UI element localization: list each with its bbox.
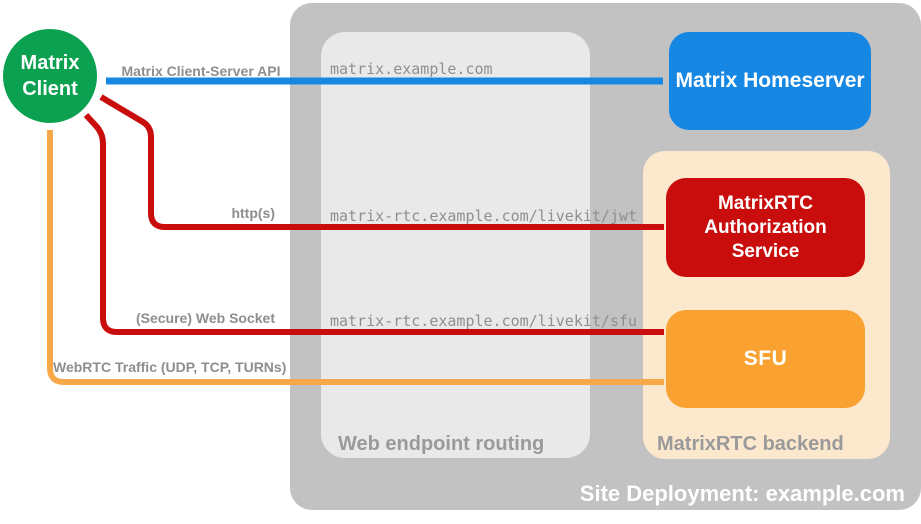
endpoint-jwt-url: matrix-rtc.example.com/livekit/jwt (330, 207, 638, 225)
matrixrtc-backend-label: MatrixRTC backend (657, 433, 844, 455)
matrix-client-label: Matrix Client (20, 52, 80, 100)
http-arrow-label: http(s) (231, 205, 275, 221)
webrtc-traffic-arrow-label: WebRTC Traffic (UDP, TCP, TURNs) (53, 359, 287, 375)
web-endpoint-routing-label: Web endpoint routing (338, 433, 545, 455)
endpoint-sfu-url: matrix-rtc.example.com/livekit/sfu (330, 312, 638, 330)
sfu-label: SFU (743, 347, 788, 370)
matrix-homeserver-label: Matrix Homeserver (675, 69, 865, 92)
websocket-arrow-label: (Secure) Web Socket (135, 310, 275, 326)
matrixrtc-authorization-service-label: MatrixRTC Authorization Service (704, 192, 827, 262)
client-server-api-arrow-label: Matrix Client-Server API (121, 63, 281, 79)
endpoint-homeserver-url: matrix.example.com (330, 60, 493, 78)
site-deployment-label: Site Deployment: example.com (579, 481, 905, 506)
matrix-client-node: Matrix Client (3, 29, 97, 123)
sfu-node: SFU (666, 310, 865, 408)
matrix-homeserver-node: Matrix Homeserver (669, 32, 871, 130)
matrixrtc-authorization-service-node: MatrixRTC Authorization Service (666, 178, 865, 277)
web-endpoint-routing-group (321, 32, 590, 458)
